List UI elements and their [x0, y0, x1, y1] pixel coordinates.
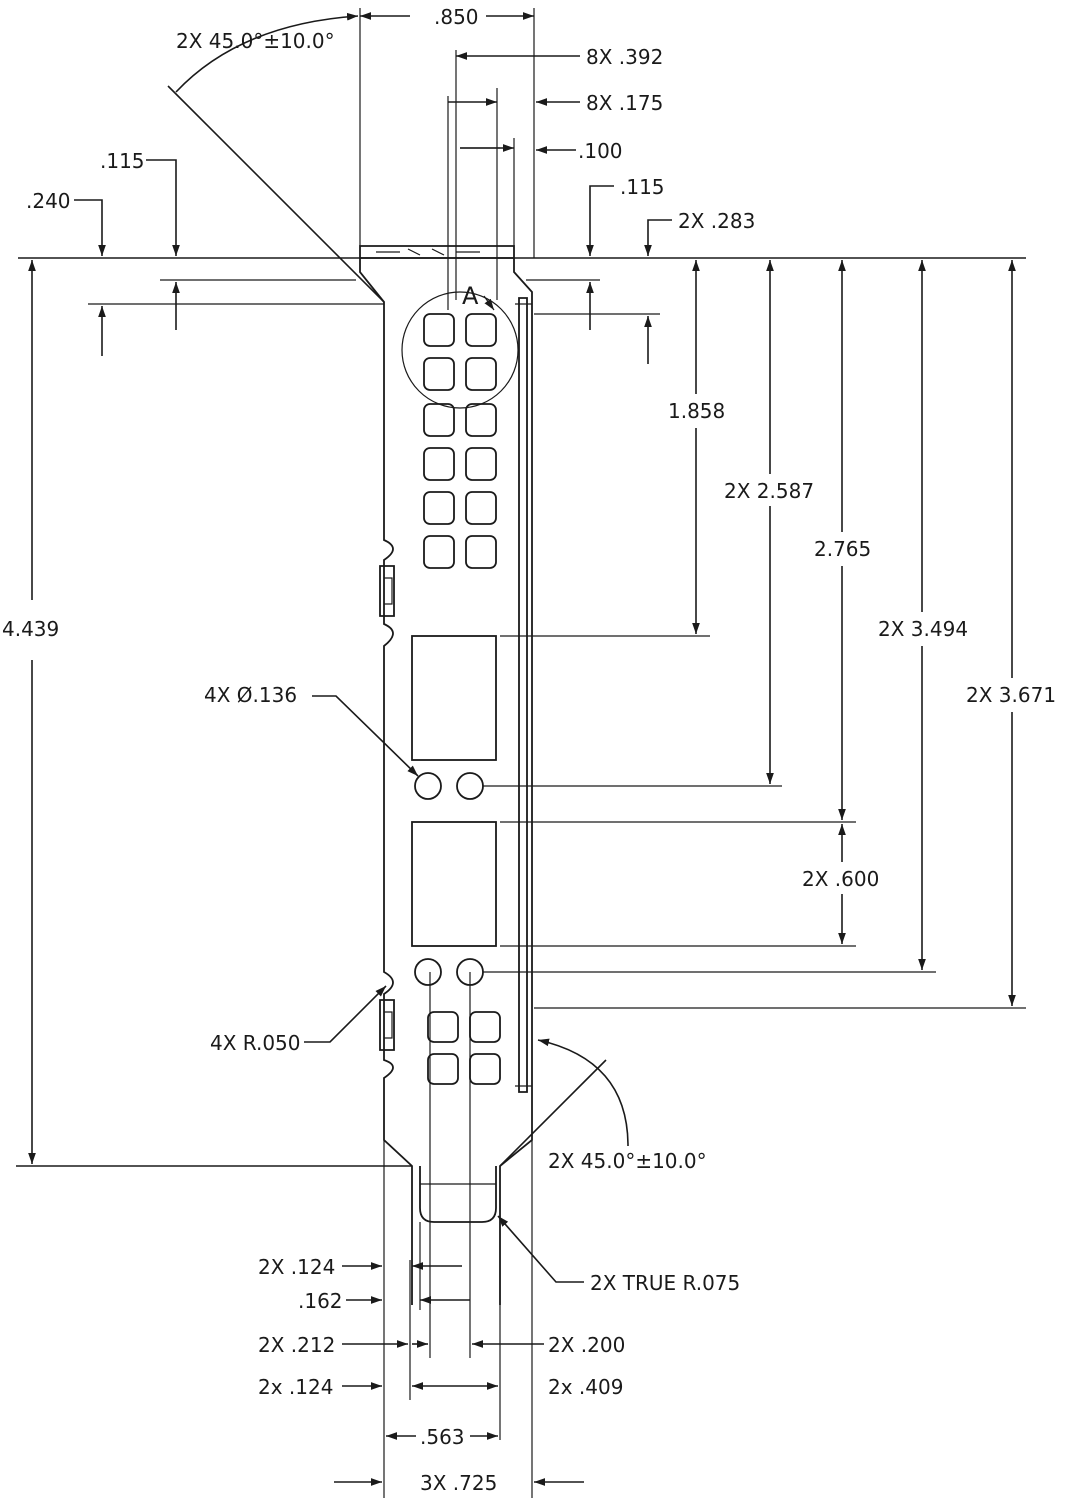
connector-pads: [423, 313, 501, 1085]
dim-bottom-409: 2x .409: [548, 1375, 623, 1399]
dim-600: 2X .600: [802, 867, 879, 891]
dim-bottom-725: 3X .725: [420, 1471, 497, 1495]
dim-bottom-124b: 2x .124: [258, 1375, 333, 1399]
dim-top-width: .850: [434, 5, 479, 29]
dimension-lines: [28, 12, 1016, 1486]
dim-3494: 2X 3.494: [878, 617, 968, 641]
dim-bottom-124a: 2X .124: [258, 1255, 335, 1279]
dim-pad-width: 8X .175: [586, 91, 663, 115]
extension-lines: [16, 8, 1026, 1498]
dim-3671: 2X 3.671: [966, 683, 1056, 707]
dim-2765: 2.765: [814, 537, 871, 561]
detail-a-marker: A: [401, 282, 519, 409]
dim-bottom-200: 2X .200: [548, 1333, 625, 1357]
dim-notch-radius: 4X R.050: [210, 1031, 301, 1055]
dim-bottom-162: .162: [298, 1289, 343, 1313]
detail-label: A: [462, 282, 479, 310]
dim-1858: 1.858: [668, 399, 725, 423]
mounting-holes: [414, 772, 484, 986]
dimension-labels: .850 8X .392 8X .175 .100 .115 .240 .115…: [2, 5, 1056, 1495]
dim-hole-diameter: 4X Ø.136: [204, 683, 297, 707]
dim-slot-width: 8X .392: [586, 45, 663, 69]
dim-chamfer-283: 2X .283: [678, 209, 755, 233]
dim-true-radius: 2X TRUE R.075: [590, 1271, 740, 1295]
cutout-windows: [411, 635, 497, 947]
dim-4439: 4.439: [2, 617, 59, 641]
dim-left-240: .240: [26, 189, 71, 213]
bracket-outline: [359, 245, 533, 1305]
dim-2587: 2X 2.587: [724, 479, 814, 503]
dim-bottom-563: .563: [420, 1425, 465, 1449]
dim-right-115: .115: [620, 175, 665, 199]
dim-left-115: .115: [100, 149, 145, 173]
dim-angle-top: 2X 45.0°±10.0°: [176, 29, 335, 53]
dim-gap: .100: [578, 139, 623, 163]
dim-angle-bottom: 2X 45.0°±10.0°: [548, 1149, 707, 1173]
dim-bottom-212: 2X .212: [258, 1333, 335, 1357]
